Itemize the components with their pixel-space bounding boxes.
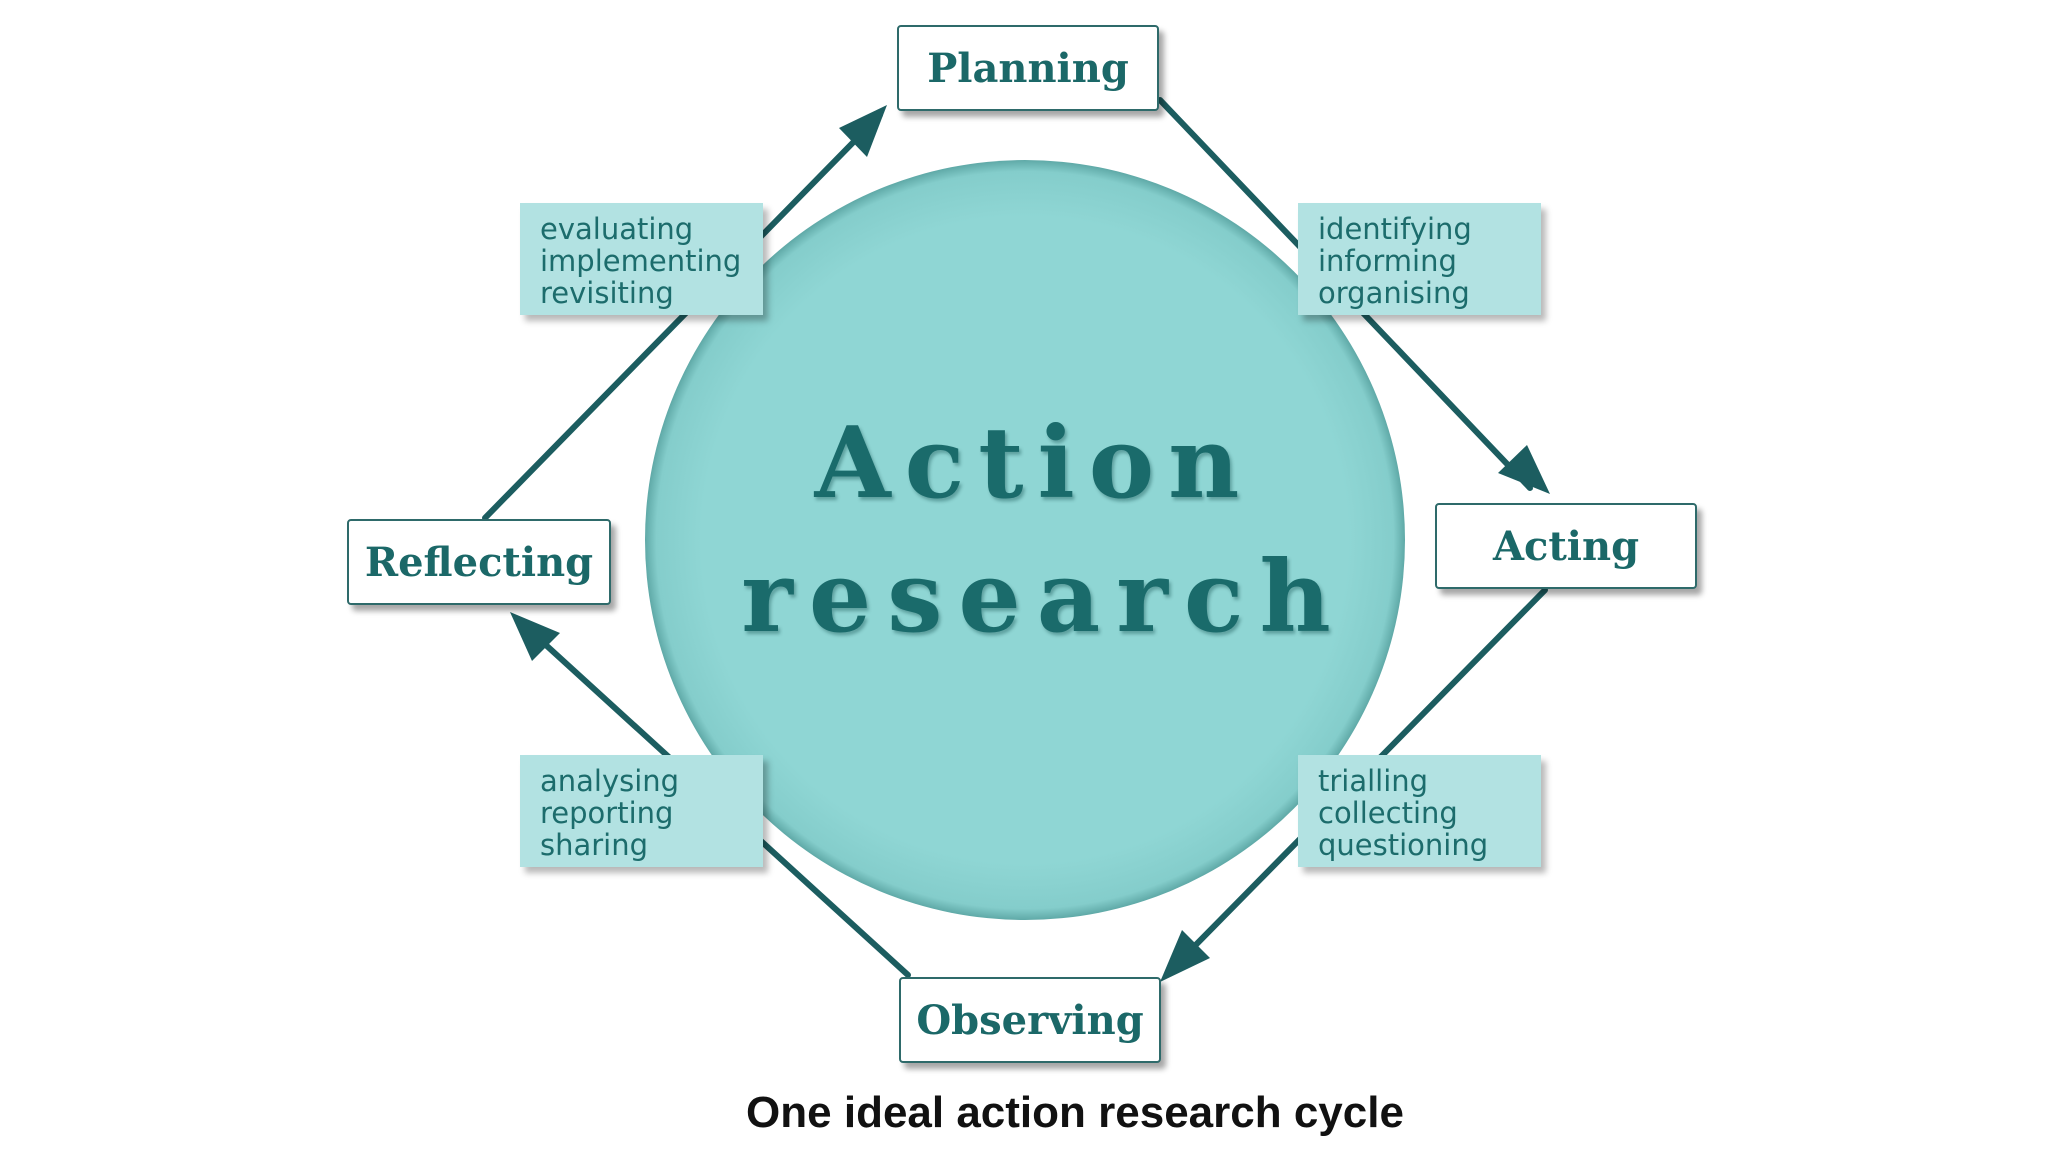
stage-planning: Planning — [897, 25, 1159, 111]
center-circle — [645, 160, 1405, 920]
activity-box-reflecting: evaluating implementing revisiting — [520, 203, 763, 315]
connector-reflecting-to-planning — [482, 112, 883, 521]
activity-box-acting: trialling collecting questioning — [1298, 755, 1541, 867]
activity-item: evaluating — [540, 212, 694, 246]
arrowhead-to-planning — [839, 105, 887, 157]
center-title-line2: research — [741, 540, 1347, 655]
activity-item: questioning — [1318, 828, 1489, 862]
activity-item: revisiting — [540, 276, 674, 310]
center-title-line1: Action — [814, 406, 1254, 521]
arrowheads — [510, 105, 1550, 982]
stage-acting: Acting — [1435, 503, 1697, 589]
activity-item: identifying — [1318, 212, 1472, 246]
activity-item: implementing — [540, 244, 742, 278]
activity-box-observing: analysing reporting sharing — [520, 755, 763, 867]
activity-item: sharing — [540, 828, 649, 862]
arrowhead-to-observing — [1160, 930, 1210, 982]
activity-item: analysing — [540, 764, 680, 798]
activity-item: collecting — [1318, 796, 1458, 830]
activity-item: informing — [1318, 244, 1457, 278]
stage-reflecting: Reflecting — [347, 519, 611, 605]
diagram-caption: One ideal action research cycle — [746, 1088, 1404, 1137]
activity-item: reporting — [540, 796, 674, 830]
activity-item: organising — [1318, 276, 1470, 310]
arrowhead-to-acting — [1498, 445, 1550, 494]
activity-box-planning: identifying informing organising — [1298, 203, 1541, 315]
stage-observing: Observing — [899, 977, 1161, 1063]
arrowhead-to-reflecting — [510, 612, 560, 661]
activity-item: trialling — [1318, 764, 1429, 798]
